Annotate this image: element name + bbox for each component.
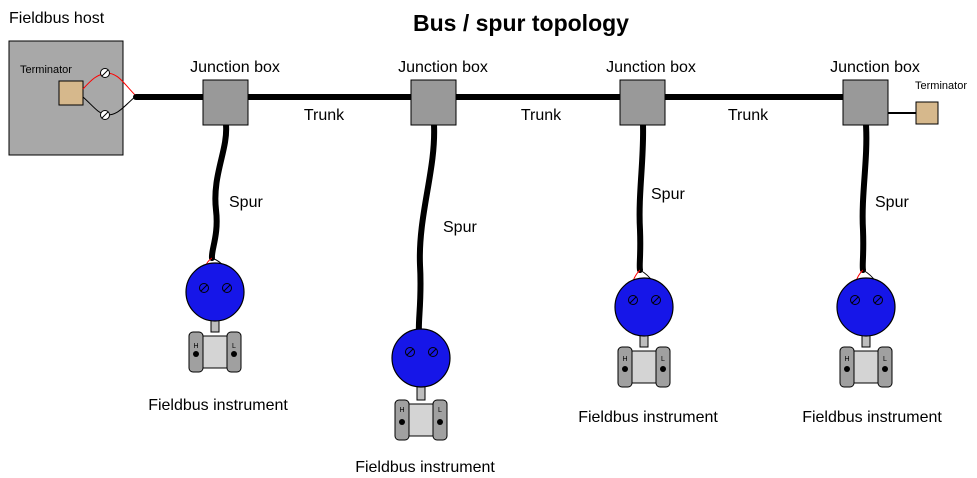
instrument-label: Fieldbus instrument xyxy=(578,409,718,426)
spur-cable xyxy=(859,122,870,273)
junction-box-label: Junction box xyxy=(190,59,280,76)
junction-box xyxy=(202,79,249,126)
junction-box-label: Junction box xyxy=(606,59,696,76)
spur-label: Spur xyxy=(443,219,477,236)
instrument-label: Fieldbus instrument xyxy=(802,409,942,426)
trunk-label: Trunk xyxy=(521,107,562,124)
port-label-low: L xyxy=(661,356,665,363)
junction-box xyxy=(842,79,889,126)
fieldbus-instrument: H L xyxy=(391,328,451,441)
junction-box xyxy=(410,79,457,126)
host-label: Fieldbus host xyxy=(9,10,105,27)
instrument-label: Fieldbus instrument xyxy=(148,397,288,414)
spur-cable xyxy=(208,122,230,261)
port-label-high: H xyxy=(844,356,849,363)
junction-box-label: Junction box xyxy=(398,59,488,76)
port-label-low: L xyxy=(438,407,442,414)
spur-label: Spur xyxy=(651,186,685,203)
trunk-label: Trunk xyxy=(304,107,345,124)
spur-label: Spur xyxy=(229,194,263,211)
spur-cable xyxy=(636,122,647,273)
fieldbus-instrument: H L xyxy=(614,269,674,388)
port-label-low: L xyxy=(883,356,887,363)
port-label-low: L xyxy=(232,343,236,350)
host-terminal-screw xyxy=(100,110,110,120)
host-terminator xyxy=(58,80,84,106)
fieldbus-instrument: H L xyxy=(185,257,245,373)
end-terminator xyxy=(915,101,939,125)
end-terminator-label: Terminator xyxy=(915,80,967,92)
host-terminator-label: Terminator xyxy=(20,64,72,76)
fieldbus-instrument: H L xyxy=(836,269,896,388)
junction-box xyxy=(619,79,666,126)
port-label-high: H xyxy=(399,407,404,414)
spur-label: Spur xyxy=(875,194,909,211)
junction-box-label: Junction box xyxy=(830,59,920,76)
instrument-label: Fieldbus instrument xyxy=(355,459,495,476)
port-label-high: H xyxy=(193,343,198,350)
port-label-high: H xyxy=(622,356,627,363)
host-terminal-screw xyxy=(100,68,110,78)
spur-cable xyxy=(415,122,438,335)
trunk-label: Trunk xyxy=(728,107,769,124)
diagram-title: Bus / spur topology xyxy=(413,10,629,36)
